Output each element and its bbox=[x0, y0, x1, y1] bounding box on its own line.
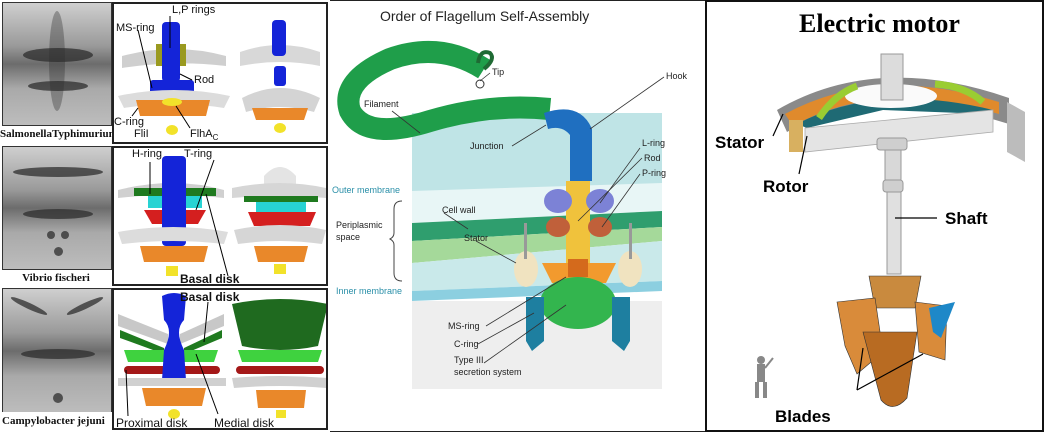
label-rotor: Rotor bbox=[763, 177, 809, 196]
label-l-ring: L-ring bbox=[642, 138, 665, 148]
motor-title: Electric motor bbox=[799, 9, 960, 38]
campylobacter-em-image bbox=[2, 288, 112, 414]
stator-right bbox=[618, 251, 642, 287]
salmonella-em-image bbox=[2, 2, 112, 126]
shaft-collar bbox=[876, 137, 908, 151]
label-tip: Tip bbox=[492, 67, 504, 77]
label-medial-disk: Medial disk bbox=[214, 416, 275, 430]
campylobacter-3d-model: Basal disk Proximal disk Medial disk bbox=[112, 288, 328, 430]
label-cell-wall: Cell wall bbox=[442, 205, 476, 215]
stator-terminal bbox=[1007, 102, 1025, 162]
vibrio-caption: Vibrio fischeri bbox=[0, 270, 112, 286]
p-ring-left bbox=[546, 217, 570, 237]
label-c-ring-mid: C-ring bbox=[454, 339, 479, 349]
campylobacter-row: Campylobacter jejuni bbox=[0, 288, 330, 432]
label-filament: Filament bbox=[364, 99, 399, 109]
label-flii: FliI bbox=[134, 128, 149, 140]
label-flha-subscript: C bbox=[212, 133, 219, 143]
filament-shape bbox=[337, 40, 552, 140]
vibrio-em-image bbox=[2, 146, 112, 270]
label-blades: Blades bbox=[775, 407, 831, 426]
l-ring-left bbox=[544, 189, 572, 213]
flagellum-assembly-panel: Order of Flagellum Self-Assembly bbox=[330, 0, 706, 432]
label-flha-text: FlhA bbox=[190, 128, 213, 140]
c-ring-right bbox=[612, 297, 630, 351]
label-c-ring: C-ring bbox=[114, 116, 144, 128]
vibrio-model-drawing bbox=[118, 156, 326, 277]
shaft-top bbox=[880, 53, 904, 101]
stator-left bbox=[514, 251, 538, 287]
leader-lines bbox=[391, 72, 665, 364]
label-secretion-system: secretion system bbox=[454, 367, 522, 377]
label-rod-mid: Rod bbox=[644, 153, 661, 163]
label-basal-disk: Basal disk bbox=[180, 272, 240, 286]
label-inner-membrane: Inner membrane bbox=[336, 286, 402, 296]
electric-motor-panel: Electric motor bbox=[705, 0, 1044, 432]
label-flhac: FlhAC bbox=[190, 128, 218, 142]
water-flow-arrow bbox=[929, 302, 955, 338]
label-type3: Type III bbox=[454, 355, 484, 365]
rotor-bars bbox=[789, 120, 803, 152]
p-ring-right bbox=[588, 217, 612, 237]
vibrio-row: Vibrio fischeri bbox=[0, 146, 330, 288]
label-h-ring: H-ring bbox=[132, 148, 162, 160]
blade-3 bbox=[862, 331, 918, 407]
motor-leader-lines bbox=[772, 113, 937, 391]
periplasm-bracket bbox=[388, 200, 403, 282]
turbine-hub bbox=[868, 275, 922, 309]
l-ring-right bbox=[586, 189, 614, 213]
label-stator-mid: Stator bbox=[464, 233, 488, 243]
stator-rod-left bbox=[524, 223, 527, 259]
shaft-mid bbox=[884, 149, 902, 181]
cryo-em-comparison-panel: SalmonellaTyphimurium bbox=[0, 0, 330, 432]
label-proximal-disk: Proximal disk bbox=[116, 416, 188, 430]
salmonella-3d-model: L,P rings MS-ring Rod C-ring FliI FlhAC bbox=[112, 2, 328, 144]
filament-tip bbox=[476, 50, 494, 71]
rotation-arrow-left bbox=[816, 82, 859, 120]
label-stator: Stator bbox=[715, 133, 765, 152]
label-ms-ring-mid: MS-ring bbox=[448, 321, 480, 331]
salmonella-model-drawing bbox=[118, 16, 320, 135]
rotation-arrow-right bbox=[934, 80, 986, 105]
campylobacter-caption: Campylobacter jejuni bbox=[0, 412, 114, 430]
flagellum-diagram: Order of Flagellum Self-Assembly bbox=[332, 8, 688, 389]
c-ring-left bbox=[526, 297, 544, 351]
campylobacter-model-drawing bbox=[118, 293, 326, 419]
shaft-collar-2 bbox=[882, 179, 904, 193]
label-periplasmic: Periplasmic bbox=[336, 220, 383, 230]
human-figure-icon bbox=[755, 356, 774, 398]
hook-shape bbox=[544, 109, 592, 181]
rotor-core bbox=[797, 98, 993, 128]
label-outer-membrane: Outer membrane bbox=[332, 185, 400, 195]
label-p-ring: P-ring bbox=[642, 168, 666, 178]
label-space: space bbox=[336, 232, 360, 242]
vibrio-3d-model: H-ring T-ring Basal disk bbox=[112, 146, 328, 286]
salmonella-caption: SalmonellaTyphimurium bbox=[0, 126, 118, 142]
label-basal-disk-campylobacter: Basal disk bbox=[180, 290, 240, 304]
label-ms-ring: MS-ring bbox=[116, 22, 155, 34]
export-gate bbox=[568, 259, 588, 277]
label-rod: Rod bbox=[194, 74, 215, 86]
flagellum-title: Order of Flagellum Self-Assembly bbox=[380, 8, 589, 24]
tip-cap bbox=[475, 79, 485, 89]
salmonella-row: SalmonellaTyphimurium bbox=[0, 0, 330, 146]
label-shaft: Shaft bbox=[945, 209, 988, 228]
shaft-lower bbox=[886, 191, 902, 275]
label-t-ring: T-ring bbox=[184, 148, 213, 160]
label-lp-rings: L,P rings bbox=[172, 4, 216, 16]
type3-secretion-shape bbox=[540, 277, 616, 329]
label-junction: Junction bbox=[470, 141, 504, 151]
label-hook: Hook bbox=[666, 71, 688, 81]
stator-rod-right bbox=[629, 223, 632, 259]
electric-motor-diagram: Electric motor bbox=[715, 9, 1025, 426]
